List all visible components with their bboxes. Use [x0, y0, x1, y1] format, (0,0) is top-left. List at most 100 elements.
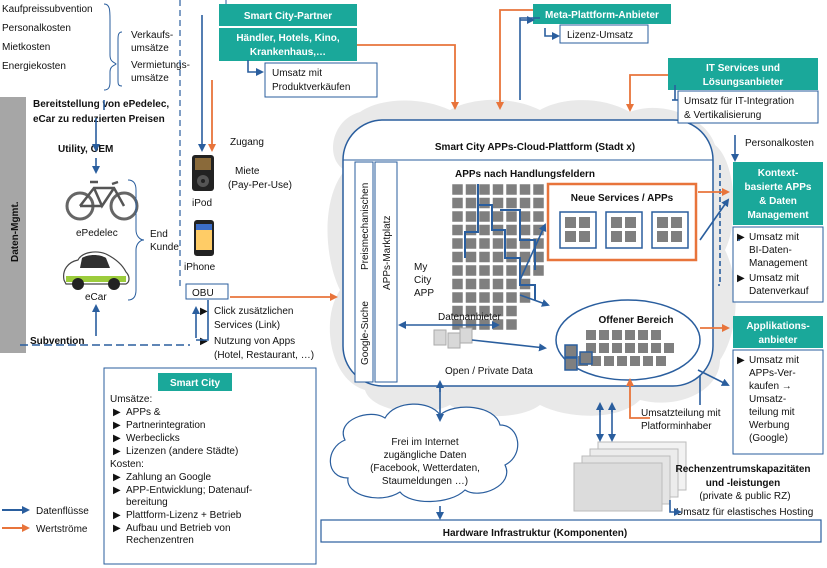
- app-tile[interactable]: [505, 264, 518, 277]
- app-tile[interactable]: [465, 224, 477, 236]
- app-tile[interactable]: [492, 237, 504, 250]
- app-tile[interactable]: [505, 197, 518, 209]
- app-tile[interactable]: [478, 264, 491, 277]
- app-tile[interactable]: [638, 330, 648, 340]
- app-tile[interactable]: [505, 318, 518, 331]
- app-tile[interactable]: [532, 264, 545, 277]
- app-tile[interactable]: [630, 356, 640, 366]
- meta-header[interactable]: [533, 4, 671, 24]
- app-tile[interactable]: [651, 343, 661, 353]
- kontext-header[interactable]: [733, 162, 823, 225]
- app-tile[interactable]: [465, 305, 477, 317]
- app-tile[interactable]: [451, 251, 464, 263]
- app-tile[interactable]: [465, 197, 477, 209]
- app-tile[interactable]: [465, 251, 477, 263]
- partner-header[interactable]: [219, 4, 357, 26]
- smartcity-umsatz-item: APPs &: [126, 407, 161, 418]
- app-tile[interactable]: [505, 224, 518, 236]
- app-tile[interactable]: [519, 183, 531, 196]
- app-tile[interactable]: [492, 197, 504, 209]
- app-tile[interactable]: [492, 305, 504, 317]
- app-tile[interactable]: [478, 224, 491, 236]
- app-tile[interactable]: [579, 351, 593, 365]
- app-tile[interactable]: [656, 356, 666, 366]
- app-tile[interactable]: [519, 197, 531, 209]
- app-tile[interactable]: [532, 251, 545, 263]
- app-tile[interactable]: [478, 183, 491, 196]
- app-grid-outline: [477, 184, 536, 300]
- app-tile[interactable]: [465, 291, 477, 304]
- app-tile[interactable]: [478, 237, 491, 250]
- app-tile[interactable]: [465, 278, 477, 290]
- app-tile[interactable]: [505, 183, 518, 196]
- app-tile[interactable]: [492, 210, 504, 223]
- app-tile[interactable]: [492, 264, 504, 277]
- app-tile[interactable]: [586, 330, 596, 340]
- obu-box[interactable]: [185, 283, 229, 300]
- rz-title-1: Rechenzentrumskapazitäten: [675, 464, 810, 475]
- app-tile[interactable]: [505, 210, 518, 223]
- bicycle-icon: [65, 180, 139, 221]
- hardware-box[interactable]: [320, 519, 822, 543]
- app-tile[interactable]: [651, 330, 661, 340]
- app-tile[interactable]: [492, 278, 504, 290]
- app-tile[interactable]: [591, 356, 601, 366]
- app-tile[interactable]: [492, 291, 504, 304]
- app-tile[interactable]: [478, 291, 491, 304]
- app-tile[interactable]: [532, 197, 545, 209]
- app-tile[interactable]: [451, 183, 464, 196]
- app-tile[interactable]: [505, 291, 518, 304]
- app-tile[interactable]: [465, 264, 477, 277]
- rz-sub: (private & public RZ): [699, 491, 790, 502]
- app-tile[interactable]: [564, 357, 578, 371]
- it-header[interactable]: [668, 58, 818, 90]
- vermietung-2: umsätze: [131, 73, 169, 84]
- app-tile[interactable]: [465, 183, 477, 196]
- freidaten-3: (Facebook, Wetterdaten,: [370, 463, 480, 474]
- app-tile[interactable]: [451, 224, 464, 236]
- app-tile[interactable]: [564, 344, 578, 358]
- app-tile[interactable]: [625, 330, 635, 340]
- appanbieter-header[interactable]: [733, 316, 823, 348]
- app-tile[interactable]: [492, 183, 504, 196]
- app-tile[interactable]: [604, 356, 614, 366]
- app-tile[interactable]: [505, 237, 518, 250]
- app-tile[interactable]: [532, 183, 545, 196]
- app-tile[interactable]: [586, 343, 596, 353]
- app-tile[interactable]: [465, 210, 477, 223]
- partner-sub[interactable]: [219, 28, 357, 61]
- app-tile[interactable]: [664, 343, 674, 353]
- app-tile[interactable]: [465, 237, 477, 250]
- app-tile[interactable]: [643, 356, 653, 366]
- app-tile[interactable]: [532, 210, 545, 223]
- app-tile[interactable]: [478, 197, 491, 209]
- app-tile[interactable]: [519, 224, 531, 236]
- it-umsatz-2: & Vertikalisierung: [684, 110, 761, 121]
- app-tile[interactable]: [451, 305, 464, 317]
- app-tile[interactable]: [478, 251, 491, 263]
- app-tile[interactable]: [638, 343, 648, 353]
- app-tile[interactable]: [505, 278, 518, 290]
- app-tile[interactable]: [599, 343, 609, 353]
- app-tile[interactable]: [451, 264, 464, 277]
- app-tile[interactable]: [451, 210, 464, 223]
- app-tile[interactable]: [519, 237, 531, 250]
- app-tile[interactable]: [478, 210, 491, 223]
- app-tile[interactable]: [599, 330, 609, 340]
- app-tile[interactable]: [492, 251, 504, 263]
- app-tile[interactable]: [612, 343, 622, 353]
- app-tile[interactable]: [505, 305, 518, 317]
- app-tile[interactable]: [612, 330, 622, 340]
- app-tile[interactable]: [451, 291, 464, 304]
- app-tile[interactable]: [451, 278, 464, 290]
- app-tile[interactable]: [451, 237, 464, 250]
- smartcity-header[interactable]: [158, 373, 232, 391]
- app-tile[interactable]: [478, 278, 491, 290]
- app-tile[interactable]: [617, 356, 627, 366]
- app-tile[interactable]: [625, 343, 635, 353]
- bullet-icon: ▶: [113, 433, 121, 444]
- app-tile: [565, 217, 576, 228]
- app-tile[interactable]: [519, 210, 531, 223]
- app-tile[interactable]: [451, 197, 464, 209]
- app-tile[interactable]: [478, 305, 491, 317]
